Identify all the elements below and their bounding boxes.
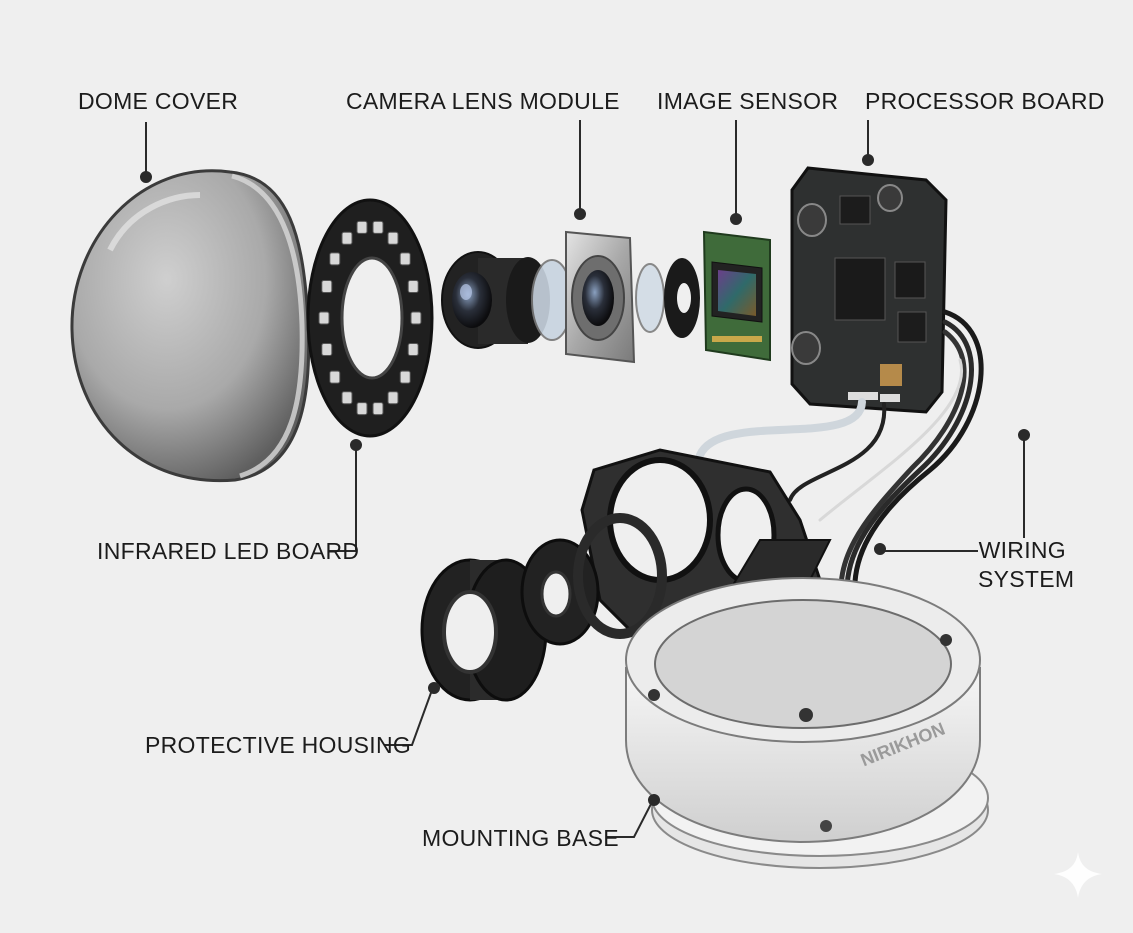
label-dome-cover: DOME COVER	[78, 88, 239, 114]
infrared-led-board	[306, 198, 434, 438]
ir-led	[356, 402, 368, 416]
ir-led	[399, 370, 411, 384]
ir-led	[410, 311, 422, 325]
label-infrared-led-board: INFRARED LED BOARD	[97, 538, 360, 564]
label-camera-lens-module: CAMERA LENS MODULE	[346, 88, 620, 114]
leader-lines	[140, 120, 1030, 838]
image-sensor	[702, 230, 771, 362]
ir-led	[372, 402, 384, 416]
mounting-base: NIRIKHON	[625, 577, 989, 869]
ir-led	[321, 343, 333, 356]
label-mounting-base: MOUNTING BASE	[422, 825, 619, 851]
ir-led	[341, 231, 353, 245]
wiring-system	[696, 309, 984, 625]
ir-led	[341, 391, 353, 405]
ir-led	[407, 280, 419, 293]
ir-led	[399, 252, 411, 266]
ir-led	[329, 252, 341, 266]
ir-led	[407, 343, 419, 356]
label-wiring-system: WIRING SYSTEM	[978, 537, 1075, 592]
processor-board	[790, 166, 948, 414]
label-processor-board: PROCESSOR BOARD	[865, 88, 1105, 114]
camera-lens-module	[441, 230, 700, 364]
ir-led	[387, 231, 399, 245]
label-protective-housing: PROTECTIVE HOUSING	[145, 732, 412, 758]
ir-led	[329, 370, 341, 384]
ir-led	[318, 311, 330, 325]
sparkle-icon	[1054, 852, 1102, 898]
ir-led	[356, 220, 368, 234]
label-image-sensor: IMAGE SENSOR	[657, 88, 839, 114]
dome-cover	[70, 169, 311, 483]
ir-led	[387, 391, 399, 405]
ir-led	[321, 280, 333, 293]
lens-rings	[420, 513, 667, 702]
ir-led	[372, 220, 384, 234]
ir-led-array	[318, 220, 422, 416]
